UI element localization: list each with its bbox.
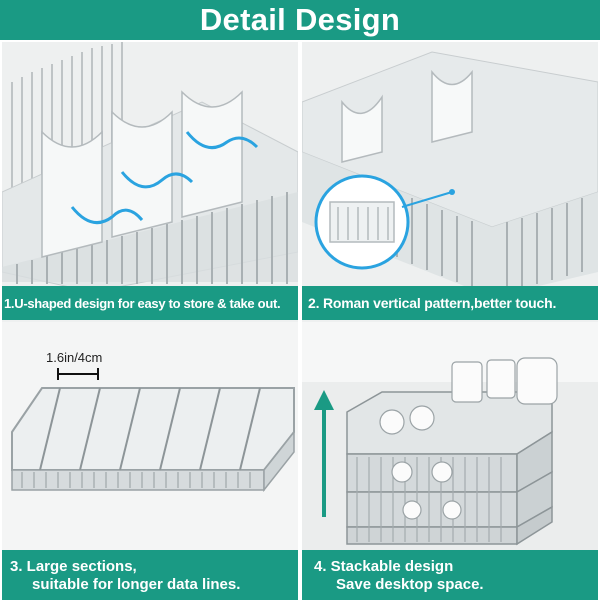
caption-4-line-1: 4. Stackable design xyxy=(314,558,454,575)
measure-bracket xyxy=(57,368,99,380)
panel-stackable: 4. Stackable design Save desktop space. xyxy=(302,322,598,600)
measurement-label: 1.6in/4cm xyxy=(46,350,103,365)
caption-3: 3. Large sections, suitable for longer d… xyxy=(2,550,298,600)
panel-large-sections: 1.6in/4cm xyxy=(2,322,298,600)
roman-pattern-image xyxy=(302,42,598,322)
caption-3-line-1: 3. Large sections, xyxy=(10,558,137,575)
caption-1: 1.U-shaped design for easy to store & ta… xyxy=(2,286,298,320)
panel-roman-pattern: 2. Roman vertical pattern,better touch. xyxy=(302,42,598,322)
panel-u-shaped-design: 1.U-shaped design for easy to store & ta… xyxy=(2,42,298,322)
caption-3-line-2: suitable for longer data lines. xyxy=(32,576,241,593)
header-banner: Detail Design xyxy=(0,0,600,40)
caption-4: 4. Stackable design Save desktop space. xyxy=(302,550,598,600)
u-shaped-dividers-image xyxy=(2,42,298,322)
page-title: Detail Design xyxy=(199,2,401,37)
large-sections-image xyxy=(11,368,295,493)
up-arrow-icon xyxy=(314,390,334,517)
caption-4-line-2: Save desktop space. xyxy=(336,576,484,593)
caption-2: 2. Roman vertical pattern,better touch. xyxy=(302,286,598,320)
